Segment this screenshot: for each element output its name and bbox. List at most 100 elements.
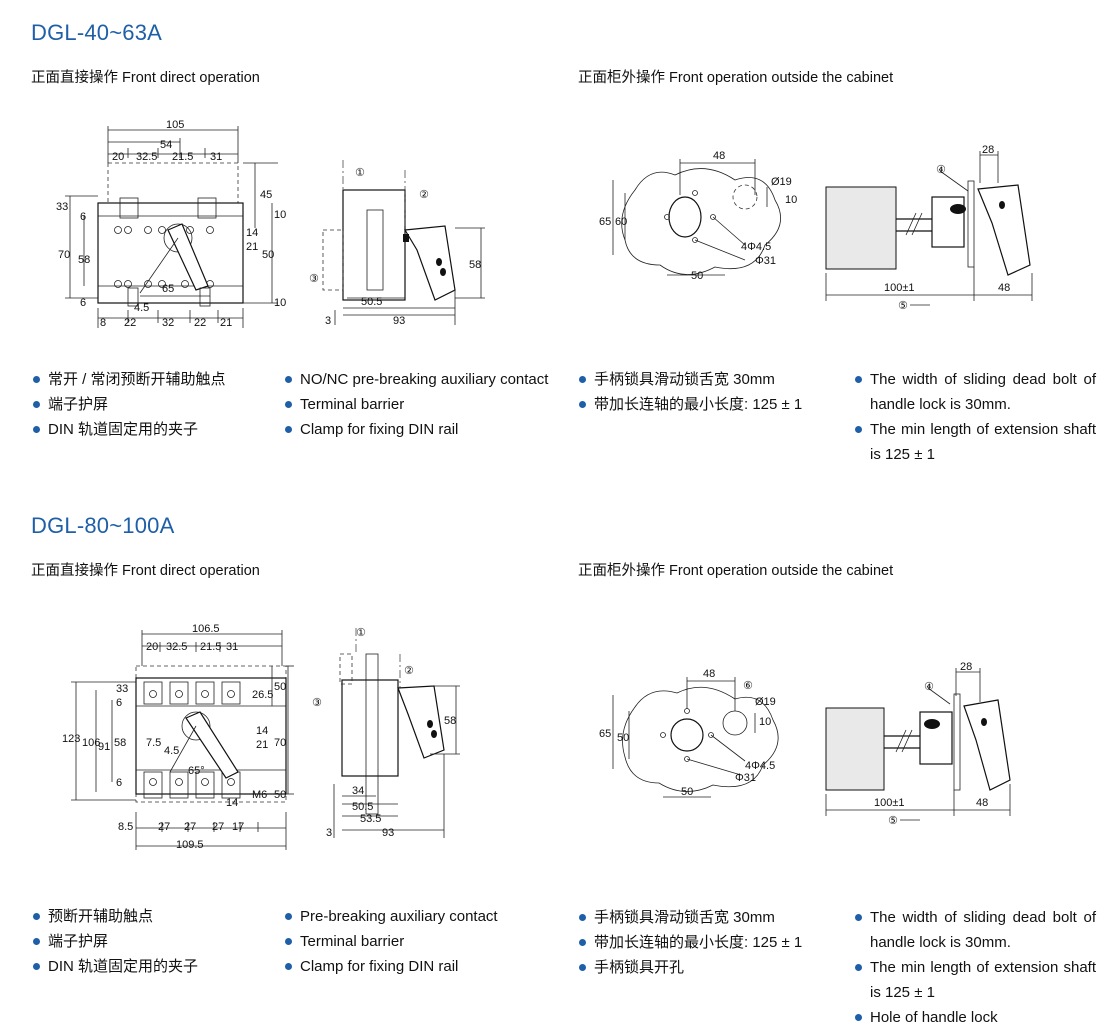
section1-bullets-en-right: The width of sliding dead bolt of handle… bbox=[854, 367, 1096, 467]
dim-text: 20 bbox=[112, 151, 124, 163]
dim-text: 65 bbox=[162, 283, 174, 295]
list-item: The min length of extension shaft is 125… bbox=[854, 955, 1096, 1005]
side-view-drawing-1: ① ② ③ 58 50.5 3 93 bbox=[309, 160, 485, 327]
dim-text: 26.5 bbox=[252, 689, 273, 701]
dim-text: 10 bbox=[759, 716, 771, 728]
dim-text: 32 bbox=[162, 317, 174, 329]
list-item: 端子护屏 bbox=[32, 929, 277, 954]
dim-text: 58 bbox=[78, 254, 90, 266]
dim-text: 22 bbox=[194, 317, 206, 329]
dim-text: 48 bbox=[976, 797, 988, 809]
dim-text: 50 bbox=[691, 270, 703, 282]
side-view-drawing-2: ① ② ③ 58 34 50.5 53.5 3 93 bbox=[312, 627, 460, 839]
dim-text: 109.5 bbox=[176, 839, 204, 851]
dim-text: 20 bbox=[146, 641, 158, 653]
dim-text: 106.5 bbox=[192, 623, 220, 635]
dim-text: 53.5 bbox=[360, 813, 381, 825]
callout-1: ① bbox=[355, 167, 365, 179]
dim-text: 27 bbox=[158, 821, 170, 833]
list-item: The width of sliding dead bolt of handle… bbox=[854, 367, 1096, 417]
dim-text: 32.5 bbox=[166, 641, 187, 653]
dim-text: 8 bbox=[100, 317, 106, 329]
section2-subtitle-front: 正面直接操作 Front direct operation bbox=[31, 563, 260, 579]
dim-text: 50 bbox=[274, 789, 286, 801]
list-item: Clamp for fixing DIN rail bbox=[284, 417, 552, 442]
list-item: 手柄锁具滑动锁舌宽 30mm bbox=[578, 367, 843, 392]
dim-text: 6 bbox=[80, 297, 86, 309]
dim-text: 4.5 bbox=[164, 745, 179, 757]
dim-text: 28 bbox=[982, 144, 994, 156]
list-item: 常开 / 常闭预断开辅助触点 bbox=[32, 367, 277, 392]
section2-bullets-cn-right: 手柄锁具滑动锁舌宽 30mm 带加长连轴的最小长度: 125 ± 1 手柄锁具开… bbox=[578, 905, 843, 980]
dim-text: 93 bbox=[382, 827, 394, 839]
dim-text: 50 bbox=[681, 786, 693, 798]
dim-text: 10 bbox=[274, 209, 286, 221]
list-item: 手柄锁具开孔 bbox=[578, 955, 843, 980]
dim-text: 105 bbox=[166, 119, 184, 131]
dim-text: 50 bbox=[262, 249, 274, 261]
dim-text: 14 bbox=[246, 227, 258, 239]
dim-text: 21.5 bbox=[172, 151, 193, 163]
list-item: DIN 轨道固定用的夹子 bbox=[32, 417, 277, 442]
dim-text: 17 bbox=[232, 821, 244, 833]
dim-text: 6 bbox=[116, 777, 122, 789]
section1-bullets-en-left: NO/NC pre-breaking auxiliary contact Ter… bbox=[284, 367, 552, 442]
dim-text: 33 bbox=[116, 683, 128, 695]
dim-text: Ø19 bbox=[755, 696, 776, 708]
section1-subtitle-cabinet: 正面柜外操作 Front operation outside the cabin… bbox=[578, 70, 894, 86]
dim-text: 60 bbox=[615, 216, 627, 228]
list-item: 带加长连轴的最小长度: 125 ± 1 bbox=[578, 392, 843, 417]
callout-1: ① bbox=[356, 627, 366, 639]
callout-2: ② bbox=[419, 189, 429, 201]
dim-text: 65° bbox=[188, 765, 205, 777]
dim-text: Ø19 bbox=[771, 176, 792, 188]
list-item: 端子护屏 bbox=[32, 392, 277, 417]
front-view-drawing-1: 105 54 20 32.5 21.5 31 33 6 45 10 70 58 … bbox=[56, 119, 286, 329]
dim-text: 100±1 bbox=[874, 797, 905, 809]
dim-text: 31 bbox=[210, 151, 222, 163]
dim-text: 27 bbox=[184, 821, 196, 833]
dim-text: 14 bbox=[256, 725, 268, 737]
list-item: The min length of extension shaft is 125… bbox=[854, 417, 1096, 467]
dim-text: 58 bbox=[444, 715, 456, 727]
dim-text: 31 bbox=[226, 641, 238, 653]
list-item: Pre-breaking auxiliary contact bbox=[284, 904, 552, 929]
dim-text: 22 bbox=[124, 317, 136, 329]
dim-text: 4Φ4.5 bbox=[745, 760, 775, 772]
section2-bullets-cn-left: 预断开辅助触点 端子护屏 DIN 轨道固定用的夹子 bbox=[32, 904, 277, 979]
list-item: Terminal barrier bbox=[284, 392, 552, 417]
callout-4: ④ bbox=[936, 164, 946, 176]
dim-text: 58 bbox=[469, 259, 481, 271]
dim-text: 10 bbox=[274, 297, 286, 309]
dim-text: 7.5 bbox=[146, 737, 161, 749]
shaft-drawing-1: 28 ④ 100±1 48 ⑤ bbox=[825, 144, 1033, 312]
list-item: Hole of handle lock bbox=[854, 1005, 1096, 1030]
dim-text: 50 bbox=[274, 681, 286, 693]
callout-4: ④ bbox=[924, 681, 934, 693]
dim-text: 4Φ4.5 bbox=[741, 241, 771, 253]
dim-text: 48 bbox=[703, 668, 715, 680]
dim-text: 48 bbox=[998, 282, 1010, 294]
dim-text: 34 bbox=[352, 785, 364, 797]
list-item: DIN 轨道固定用的夹子 bbox=[32, 954, 277, 979]
dim-text: 21 bbox=[220, 317, 232, 329]
list-item: 手柄锁具滑动锁舌宽 30mm bbox=[578, 905, 843, 930]
dim-text: 65 bbox=[599, 728, 611, 740]
dim-text: 21.5 bbox=[200, 641, 221, 653]
section2-bullets-en-right: The width of sliding dead bolt of handle… bbox=[854, 905, 1096, 1030]
dim-text: 3 bbox=[326, 827, 332, 839]
dim-text: 32.5 bbox=[136, 151, 157, 163]
callout-5: ⑤ bbox=[888, 815, 898, 827]
dim-text: 21 bbox=[246, 241, 258, 253]
dim-text: 58 bbox=[114, 737, 126, 749]
section1-title: DGL-40~63A bbox=[31, 20, 163, 45]
callout-6: ⑥ bbox=[743, 680, 753, 692]
callout-3: ③ bbox=[312, 697, 322, 709]
dim-text: 54 bbox=[160, 139, 172, 151]
dim-text: 50.5 bbox=[352, 801, 373, 813]
shaft-drawing-2: 28 ④ 100±1 48 ⑤ bbox=[825, 661, 1011, 827]
dim-text: M6 bbox=[252, 789, 267, 801]
section2-subtitle-cabinet: 正面柜外操作 Front operation outside the cabin… bbox=[578, 563, 894, 579]
list-item: NO/NC pre-breaking auxiliary contact bbox=[284, 367, 552, 392]
front-view-drawing-2: 106.5 20 32.5 21.5 31 33 6 26.5 50 123 1… bbox=[62, 623, 294, 851]
